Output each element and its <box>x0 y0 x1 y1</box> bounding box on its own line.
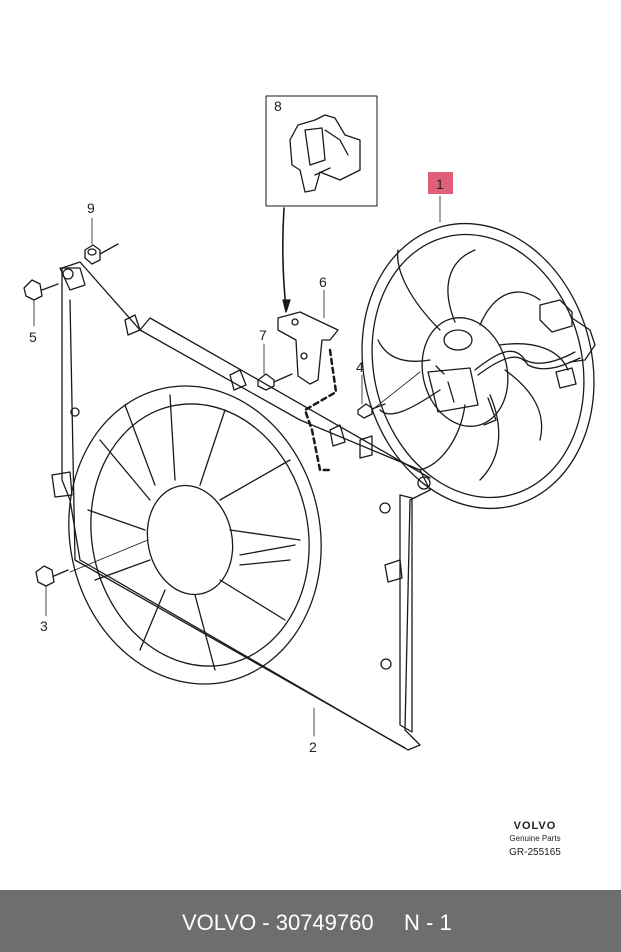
parts-diagram: 1 2 3 4 5 6 7 8 9 <box>23 95 596 755</box>
callout-3: 3 <box>40 618 48 634</box>
footer-bar: VOLVO - 30749760 N - 1 <box>0 890 621 952</box>
nut-9 <box>84 243 119 265</box>
bracket <box>277 311 339 385</box>
brand-block: VOLVO Genuine Parts GR-255165 <box>490 820 580 858</box>
callout-7: 7 <box>259 327 267 343</box>
bolt-5 <box>23 279 59 301</box>
callout-1: 1 <box>436 176 444 192</box>
quantity-label: N - 1 <box>404 910 452 935</box>
fan-assembly <box>361 222 596 510</box>
guide-lines <box>303 348 338 472</box>
fan-shroud <box>51 261 431 751</box>
diagram-reference: GR-255165 <box>509 847 561 858</box>
brand-subtitle: Genuine Parts <box>509 834 561 843</box>
callout-1-highlight <box>428 172 453 194</box>
part-number-label: VOLVO - 30749760 <box>182 910 374 935</box>
volvo-logo: VOLVO <box>513 820 557 832</box>
callout-8: 8 <box>274 98 282 114</box>
callout-2: 2 <box>309 739 317 755</box>
callout-5: 5 <box>29 329 37 345</box>
callout-6: 6 <box>319 274 327 290</box>
leader-lines <box>33 195 441 737</box>
callout-9: 9 <box>87 200 95 216</box>
callout-4: 4 <box>356 359 364 375</box>
bolt-3 <box>35 565 69 587</box>
clip-detail-box <box>265 95 378 313</box>
screw-7 <box>257 373 293 391</box>
